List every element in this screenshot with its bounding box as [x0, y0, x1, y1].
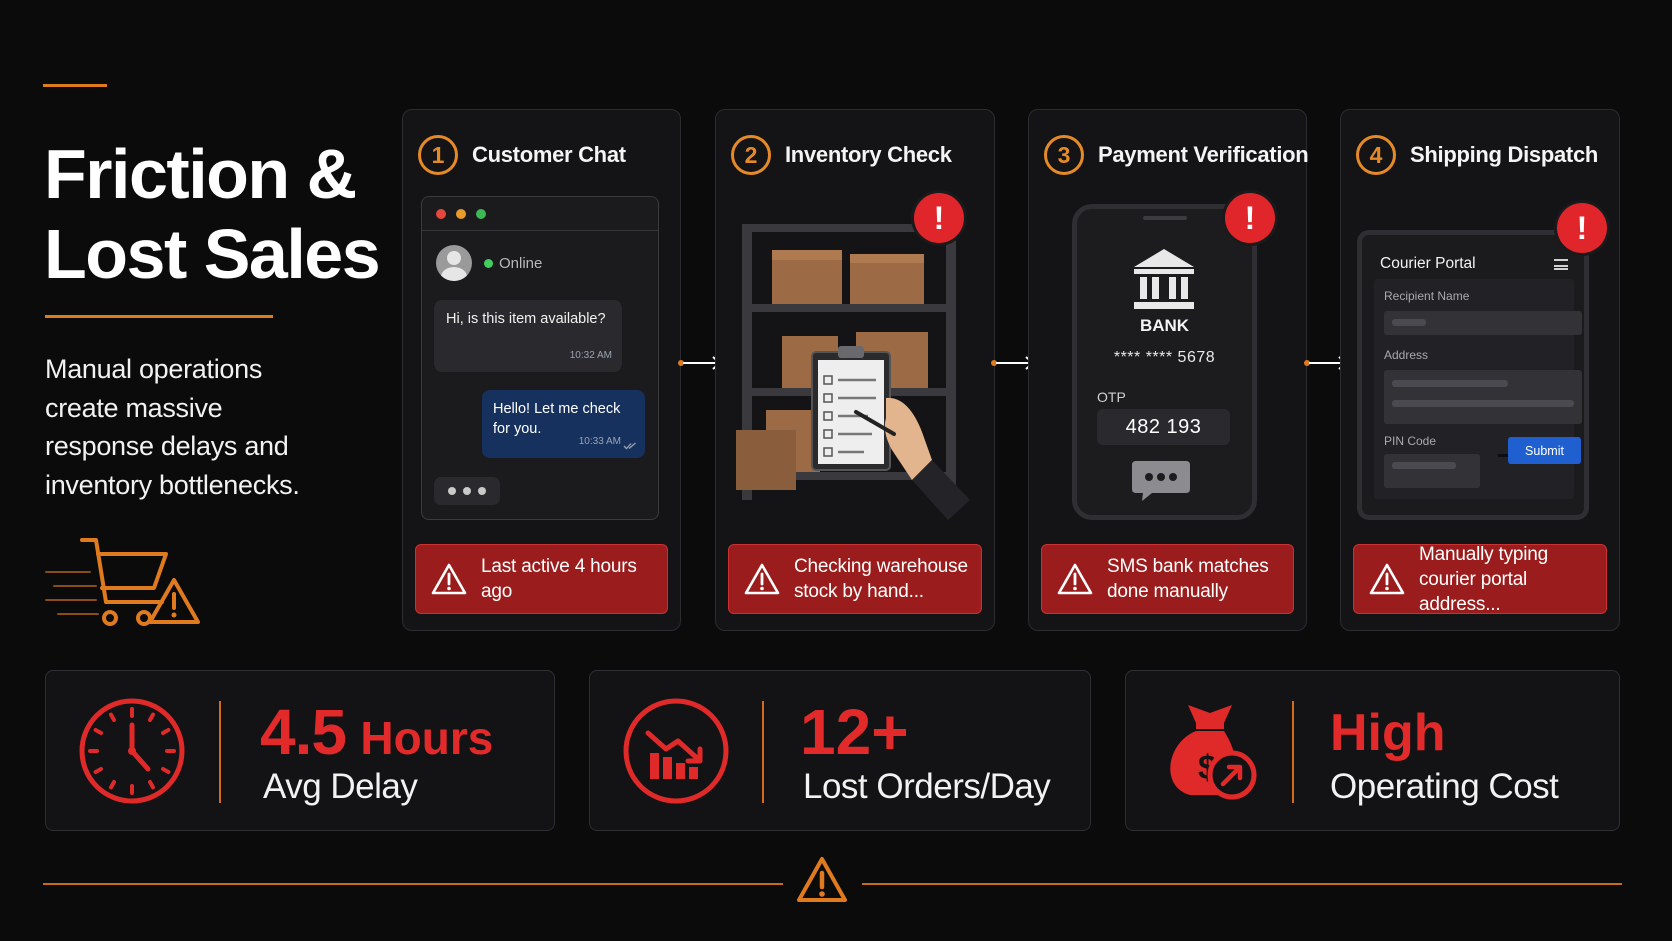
- clock-icon: [79, 698, 185, 804]
- step-number-badge: 3: [1044, 135, 1084, 175]
- step-warning: Last active 4 hours ago: [415, 544, 668, 614]
- page-title-line-1: Friction &: [44, 135, 357, 213]
- shopping-cart-warning-icon: [45, 538, 200, 626]
- phone-mockup: BANK **** **** 5678 OTP 482 193: [1072, 204, 1257, 520]
- incoming-message: Hi, is this item available? 10:32 AM: [434, 300, 622, 372]
- step-warning: Manually typing courier portal address..…: [1353, 543, 1607, 615]
- warning-triangle-icon: [1057, 563, 1093, 595]
- recipient-name-field: [1384, 311, 1582, 335]
- step-warning-text: Manually typing courier portal address..…: [1419, 543, 1549, 615]
- sms-bubble-icon: [1132, 461, 1190, 501]
- address-field: [1384, 370, 1582, 424]
- typing-indicator-icon: [434, 477, 500, 505]
- metric-card-delay: 4.5 Hours Avg Delay: [45, 670, 555, 831]
- address-label: Address: [1384, 348, 1429, 362]
- online-status-dot: [484, 258, 493, 268]
- outgoing-message-time: 10:33 AM: [578, 436, 621, 447]
- outgoing-message: Hello! Let me check for you. 10:33 AM: [482, 390, 645, 458]
- courier-portal-mockup: Courier Portal Recipient Name Address PI…: [1357, 230, 1589, 520]
- step-warning-text: SMS bank matches done manually: [1107, 556, 1269, 602]
- step-warning-text: Checking warehouse stock by hand...: [794, 556, 968, 602]
- metric-unit: Hours: [360, 712, 494, 764]
- otp-value: 482 193: [1097, 409, 1230, 445]
- money-bag-icon: $: [1170, 705, 1257, 800]
- menu-icon: [1554, 259, 1568, 270]
- avatar: [436, 245, 472, 281]
- pin-code-field: [1384, 454, 1480, 488]
- step-warning-text: Last active 4 hours ago: [481, 556, 637, 602]
- step-title: Inventory Check: [785, 142, 952, 167]
- step-warning: SMS bank matches done manually: [1041, 544, 1294, 614]
- metric-value: 4.5 Hours: [260, 695, 493, 769]
- outgoing-message-text: Hello! Let me check for you.: [493, 401, 621, 437]
- top-accent-rule: [43, 84, 107, 87]
- recipient-name-label: Recipient Name: [1384, 289, 1470, 303]
- metric-label: Avg Delay: [263, 767, 418, 806]
- bank-label: BANK: [1139, 316, 1190, 335]
- page-title-line-2: Lost Sales: [44, 215, 381, 293]
- step-card-customer-chat: 1 Customer Chat Online Hi, is this item …: [402, 109, 681, 631]
- page-title: Friction & Lost Sales: [44, 134, 381, 294]
- metric-card-operating-cost: $ High Operating Cost: [1125, 670, 1620, 831]
- step-card-inventory-check: 2 Inventory Check !: [715, 109, 995, 631]
- otp-label: OTP: [1097, 389, 1126, 405]
- title-accent-rule: [45, 315, 273, 318]
- window-controls: [422, 197, 658, 231]
- step-title: Payment Verification: [1098, 142, 1309, 167]
- chat-user: Online: [436, 245, 542, 281]
- warning-triangle-icon: [431, 563, 467, 595]
- warning-triangle-icon: [1369, 563, 1405, 595]
- bottom-rule-right: [862, 883, 1622, 885]
- exclamation-icon: !: [914, 193, 964, 243]
- step-title: Customer Chat: [472, 142, 626, 167]
- step-title: Shipping Dispatch: [1410, 142, 1599, 167]
- incoming-message-time: 10:32 AM: [569, 350, 612, 361]
- step-number-badge: 2: [731, 135, 771, 175]
- account-number: **** **** 5678: [1113, 349, 1216, 366]
- courier-form: Recipient Name Address PIN Code: [1374, 279, 1582, 499]
- bank-icon: [1134, 249, 1194, 309]
- chat-window: Online Hi, is this item available? 10:32…: [421, 196, 659, 520]
- step-card-payment-verification: 3 Payment Verification BANK **** **** 56…: [1028, 109, 1309, 631]
- pin-code-label: PIN Code: [1384, 434, 1437, 448]
- courier-portal-title: Courier Portal: [1380, 255, 1476, 272]
- incoming-message-text: Hi, is this item available?: [446, 311, 606, 327]
- warning-triangle-icon: [797, 857, 847, 902]
- metric-label: Lost Orders/Day: [803, 767, 1051, 806]
- metric-label: Operating Cost: [1330, 767, 1559, 806]
- warehouse-shelf-clipboard-icon: [736, 224, 970, 520]
- minimize-dot: [456, 208, 466, 219]
- step-card-shipping-dispatch: 4 Shipping Dispatch Courier Portal Recip…: [1340, 109, 1620, 631]
- read-receipt-icon: [623, 442, 636, 450]
- step-number-badge: 1: [418, 135, 458, 175]
- metric-value: 12+: [800, 696, 909, 768]
- step-number-badge: 4: [1356, 135, 1396, 175]
- step-warning: Checking warehouse stock by hand...: [728, 544, 982, 614]
- declining-chart-icon: [623, 698, 729, 804]
- bottom-rule-left: [43, 883, 783, 885]
- close-dot: [436, 208, 446, 219]
- metric-value: High: [1330, 704, 1446, 762]
- maximize-dot: [476, 208, 486, 219]
- page-subtitle: Manual operations create massive respons…: [45, 354, 300, 500]
- metric-card-lost-orders: 12+ Lost Orders/Day: [589, 670, 1091, 831]
- submit-button[interactable]: Submit: [1508, 437, 1581, 464]
- exclamation-icon: !: [1225, 193, 1275, 243]
- warning-triangle-icon: [744, 563, 780, 595]
- exclamation-icon: !: [1557, 203, 1607, 253]
- metric-number: 4.5: [260, 696, 347, 768]
- online-status-text: Online: [499, 254, 543, 272]
